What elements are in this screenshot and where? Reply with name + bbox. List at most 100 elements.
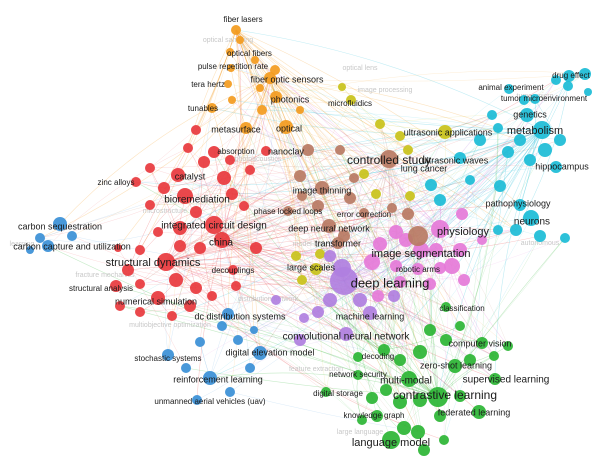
keyword-node[interactable] (270, 65, 280, 75)
keyword-node[interactable] (387, 203, 397, 213)
keyword-node[interactable] (135, 307, 145, 317)
keyword-node[interactable] (464, 354, 476, 366)
keyword-label-image-segmentation[interactable]: image segmentation (371, 248, 470, 260)
keyword-label-catalyst[interactable]: catalyst (175, 171, 206, 181)
keyword-node[interactable] (190, 206, 202, 218)
keyword-node[interactable] (493, 123, 503, 133)
keyword-node[interactable] (338, 83, 346, 91)
keyword-node[interactable] (408, 226, 428, 246)
keyword-node[interactable] (296, 106, 304, 114)
keyword-node[interactable] (444, 258, 460, 274)
keyword-node[interactable] (335, 145, 345, 155)
keyword-node[interactable] (413, 242, 429, 258)
keyword-node[interactable] (372, 290, 384, 302)
keyword-node[interactable] (382, 431, 400, 449)
keyword-label-error-correction[interactable]: error correction (337, 210, 391, 219)
keyword-label-decoding[interactable]: decoding (362, 352, 394, 361)
keyword-node[interactable] (315, 181, 329, 195)
keyword-label-zinc-alloys[interactable]: zinc alloys (98, 178, 135, 187)
keyword-label-multi-modal[interactable]: multi-modal (380, 376, 432, 387)
keyword-node[interactable] (312, 306, 324, 318)
keyword-node[interactable] (411, 425, 425, 439)
keyword-node[interactable] (264, 72, 276, 84)
keyword-node[interactable] (563, 81, 573, 91)
keyword-node[interactable] (554, 134, 566, 146)
keyword-node[interactable] (270, 91, 282, 103)
keyword-node[interactable] (371, 189, 381, 199)
keyword-node[interactable] (448, 359, 462, 373)
keyword-node[interactable] (324, 250, 336, 262)
keyword-node[interactable] (208, 146, 220, 158)
keyword-node[interactable] (454, 390, 466, 402)
keyword-node[interactable] (257, 105, 267, 115)
keyword-node[interactable] (207, 103, 217, 113)
keyword-node[interactable] (162, 349, 174, 361)
keyword-node[interactable] (203, 371, 217, 385)
keyword-label-fiber-optic-sensors[interactable]: fiber optic sensors (250, 74, 324, 84)
keyword-node[interactable] (323, 293, 337, 307)
keyword-node[interactable] (339, 327, 353, 341)
keyword-node[interactable] (181, 363, 191, 373)
keyword-node[interactable] (520, 108, 534, 122)
keyword-node[interactable] (563, 70, 575, 82)
keyword-node[interactable] (174, 240, 186, 252)
keyword-node[interactable] (321, 387, 331, 397)
keyword-node[interactable] (584, 88, 592, 96)
keyword-node[interactable] (434, 194, 446, 206)
keyword-node[interactable] (114, 244, 122, 252)
keyword-node[interactable] (67, 231, 77, 241)
keyword-label-reinforcement-learning[interactable]: reinforcement learning (173, 374, 263, 384)
keyword-label-pulse-repetition-rate[interactable]: pulse repetition rate (198, 62, 269, 71)
keyword-node[interactable] (373, 237, 387, 251)
keyword-node[interactable] (359, 169, 369, 179)
keyword-label-large-scales[interactable]: large scales (287, 262, 336, 272)
keyword-label-numerical-simulation[interactable]: numerical simulation (115, 296, 197, 306)
keyword-node[interactable] (122, 264, 134, 276)
keyword-label-fiber-lasers[interactable]: fiber lasers (223, 15, 262, 24)
keyword-label-optical[interactable]: optical (276, 123, 302, 133)
keyword-label-digital-elevation-model[interactable]: digital elevation model (225, 347, 314, 357)
keyword-node[interactable] (173, 221, 187, 235)
keyword-node[interactable] (413, 393, 427, 407)
keyword-node[interactable] (388, 290, 400, 302)
keyword-node[interactable] (53, 217, 67, 231)
keyword-label-metabolism[interactable]: metabolism (507, 125, 563, 137)
keyword-node[interactable] (366, 392, 378, 404)
keyword-label-computer-vision[interactable]: computer vision (448, 338, 511, 348)
keyword-node[interactable] (225, 387, 235, 397)
keyword-node[interactable] (251, 56, 259, 64)
keyword-label-deep-learning[interactable]: deep learning (351, 275, 430, 290)
keyword-label-tumor-microenvironment[interactable]: tumor microenvironment (501, 94, 588, 103)
keyword-node[interactable] (226, 188, 238, 200)
keyword-node[interactable] (397, 421, 411, 435)
keyword-node[interactable] (438, 125, 452, 139)
keyword-label-decouplings[interactable]: decouplings (212, 266, 255, 275)
keyword-node[interactable] (359, 208, 369, 218)
keyword-node[interactable] (302, 144, 314, 156)
keyword-node[interactable] (489, 351, 499, 361)
keyword-node[interactable] (294, 334, 306, 346)
keyword-node[interactable] (472, 405, 486, 419)
keyword-node[interactable] (523, 210, 539, 226)
keyword-node[interactable] (227, 64, 235, 72)
keyword-node[interactable] (424, 278, 436, 290)
keyword-node[interactable] (283, 206, 293, 216)
keyword-label-language-model[interactable]: language model (352, 437, 430, 449)
keyword-node[interactable] (514, 199, 526, 211)
keyword-node[interactable] (194, 242, 206, 254)
keyword-node[interactable] (231, 25, 241, 35)
keyword-node[interactable] (167, 311, 177, 321)
keyword-node[interactable] (224, 80, 232, 88)
keyword-label-federated-learning[interactable]: federated learning (438, 407, 511, 417)
keyword-node[interactable] (110, 280, 122, 292)
keyword-node[interactable] (402, 208, 414, 220)
keyword-label-image-thinning[interactable]: image thinning (293, 185, 352, 195)
keyword-label-structural-dynamics[interactable]: structural dynamics (106, 257, 201, 269)
keyword-node[interactable] (494, 180, 506, 192)
keyword-label-integrated-circuit-design[interactable]: integrated circuit design (161, 221, 267, 232)
keyword-label-controlled-study[interactable]: controlled study (347, 153, 431, 167)
keyword-label-tera-hertz[interactable]: tera hertz (191, 80, 225, 89)
keyword-node[interactable] (195, 337, 205, 347)
keyword-label-digital-storage[interactable]: digital storage (313, 389, 363, 398)
keyword-node[interactable] (510, 224, 522, 236)
